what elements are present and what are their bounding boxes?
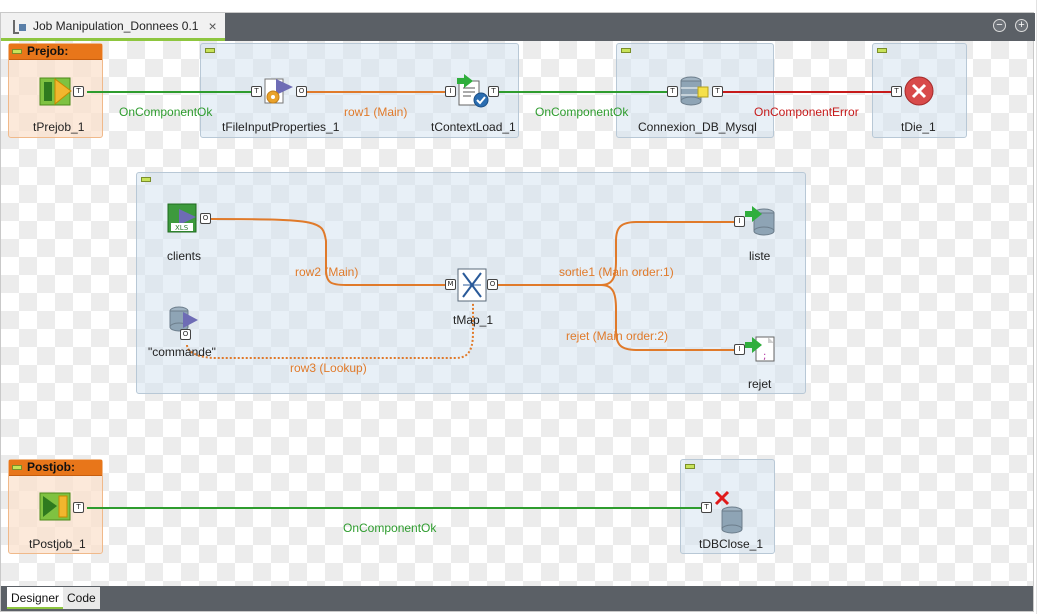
collapse-icon[interactable] — [877, 48, 887, 53]
collapse-icon[interactable] — [141, 177, 151, 182]
prejob-icon[interactable] — [39, 77, 72, 106]
db-close-icon[interactable] — [714, 490, 743, 534]
prejob-title-label: Prejob: — [27, 44, 69, 58]
component-label-connexion-db-mysql[interactable]: Connexion_DB_Mysql — [638, 120, 757, 134]
fileinput-trigger-in-port[interactable]: T — [251, 86, 262, 97]
die-icon[interactable] — [904, 76, 934, 106]
connection-label-prejob-ok[interactable]: OnComponentOk — [119, 105, 213, 119]
connexion-trigger-in-port[interactable]: T — [667, 86, 678, 97]
maximize-icon[interactable]: + — [1015, 19, 1028, 32]
component-label-liste[interactable]: liste — [749, 249, 771, 263]
clients-output-port[interactable]: O — [200, 213, 211, 224]
postjob-title: Postjob: — [9, 460, 102, 476]
component-label-tpostjob[interactable]: tPostjob_1 — [29, 537, 86, 551]
rejet-input-port[interactable]: I — [734, 344, 745, 355]
close-tab-icon[interactable]: × — [208, 17, 217, 34]
connexion-trigger-out-port[interactable]: T — [712, 86, 723, 97]
component-label-tfileinputproperties[interactable]: tFileInputProperties_1 — [222, 120, 340, 134]
contextload-input-port[interactable]: I — [445, 86, 456, 97]
contextload-trigger-port[interactable]: T — [488, 86, 499, 97]
job-editor: Job Manipulation_Donnees 0.1 × − + Prejo… — [0, 12, 1035, 612]
connection-label-sortie1[interactable]: sortie1 (Main order:1) — [559, 265, 674, 279]
connection-label-context-ok[interactable]: OnComponentOk — [535, 105, 629, 119]
connection-label-postjob-ok[interactable]: OnComponentOk — [343, 521, 437, 535]
connection-label-row3[interactable]: row3 (Lookup) — [290, 361, 367, 375]
prejob-trigger-port[interactable]: T — [73, 86, 84, 97]
commande-output-port[interactable]: O — [180, 329, 191, 340]
tmap-main-port[interactable]: M — [445, 279, 456, 290]
postjob-title-label: Postjob: — [27, 460, 75, 474]
connection-label-error[interactable]: OnComponentError — [754, 105, 859, 119]
svg-text:XLS: XLS — [175, 224, 189, 232]
minimize-icon[interactable]: − — [993, 19, 1006, 32]
context-load-icon[interactable] — [457, 74, 489, 108]
tmap-icon[interactable] — [457, 268, 487, 302]
connection-label-row1[interactable]: row1 (Main) — [344, 105, 408, 119]
tab-designer[interactable]: Designer — [7, 587, 64, 609]
prejob-title: Prejob: — [9, 44, 102, 60]
designer-canvas[interactable]: Prejob: Postjob: — [1, 41, 1033, 586]
collapse-icon[interactable] — [205, 48, 215, 53]
editor-tab-bar: Job Manipulation_Donnees 0.1 × − + — [1, 13, 1035, 41]
tab-code[interactable]: Code — [63, 587, 100, 609]
mysql-connection-icon[interactable] — [680, 76, 709, 106]
editor-bottom-tabs: Designer Code — [1, 586, 1033, 611]
collapse-icon[interactable] — [12, 465, 22, 470]
component-label-tcontextload[interactable]: tContextLoad_1 — [431, 120, 516, 134]
collapse-icon[interactable] — [12, 49, 22, 54]
dbclose-trigger-port[interactable]: T — [701, 502, 712, 513]
db-output-icon[interactable] — [745, 206, 775, 236]
connections-layer: XLS — [39, 74, 934, 534]
component-label-tprejob[interactable]: tPrejob_1 — [33, 120, 85, 134]
link-row3[interactable] — [186, 303, 474, 359]
file-output-icon[interactable]: ; — [745, 336, 775, 362]
right-panel-edge — [1036, 0, 1050, 614]
connection-label-rejet[interactable]: rejet (Main order:2) — [566, 329, 669, 343]
postjob-icon[interactable] — [39, 492, 71, 521]
collapse-icon[interactable] — [685, 464, 695, 469]
file-input-properties-icon[interactable] — [264, 78, 293, 104]
component-label-clients[interactable]: clients — [167, 249, 202, 263]
component-label-tmap[interactable]: tMap_1 — [453, 313, 494, 327]
job-icon — [11, 18, 27, 34]
db-input-icon[interactable] — [169, 306, 198, 332]
die-trigger-port[interactable]: T — [891, 86, 902, 97]
job-tab[interactable]: Job Manipulation_Donnees 0.1 × — [1, 13, 225, 41]
prejob-subjob[interactable]: Prejob: — [8, 43, 103, 138]
collapse-icon[interactable] — [621, 48, 631, 53]
component-label-rejet[interactable]: rejet — [748, 377, 772, 391]
postjob-trigger-port[interactable]: T — [73, 502, 84, 513]
component-label-commande[interactable]: "commande" — [148, 345, 216, 359]
link-sortie1[interactable] — [498, 221, 734, 286]
subjob-db-close[interactable] — [680, 459, 775, 554]
job-tab-label: Job Manipulation_Donnees 0.1 — [33, 18, 199, 33]
fileinput-output-port[interactable]: O — [296, 86, 307, 97]
liste-input-port[interactable]: I — [734, 216, 745, 227]
tmap-output-port[interactable]: O — [487, 279, 498, 290]
component-label-tdbclose[interactable]: tDBClose_1 — [699, 537, 764, 551]
link-row2[interactable] — [210, 218, 446, 286]
component-label-tdie[interactable]: tDie_1 — [901, 120, 936, 134]
excel-input-icon[interactable]: XLS — [167, 203, 197, 233]
postjob-subjob[interactable]: Postjob: — [8, 459, 103, 554]
link-rejet[interactable] — [600, 284, 734, 351]
connection-label-row2[interactable]: row2 (Main) — [295, 265, 359, 279]
svg-text:;: ; — [763, 351, 766, 362]
